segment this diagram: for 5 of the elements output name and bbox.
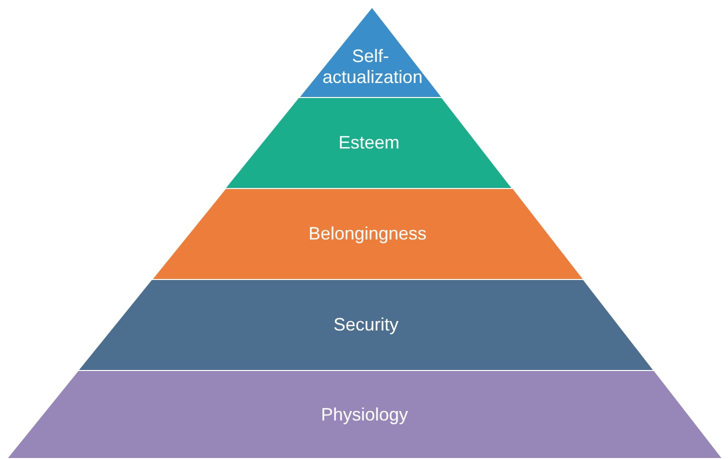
tier-label: Esteem: [338, 132, 400, 154]
tier-label: Self-actualization: [322, 46, 419, 88]
tier-label: Security: [333, 314, 398, 336]
tier-label: Belongingness: [308, 224, 427, 244]
tier-label: Physiology: [320, 404, 408, 425]
